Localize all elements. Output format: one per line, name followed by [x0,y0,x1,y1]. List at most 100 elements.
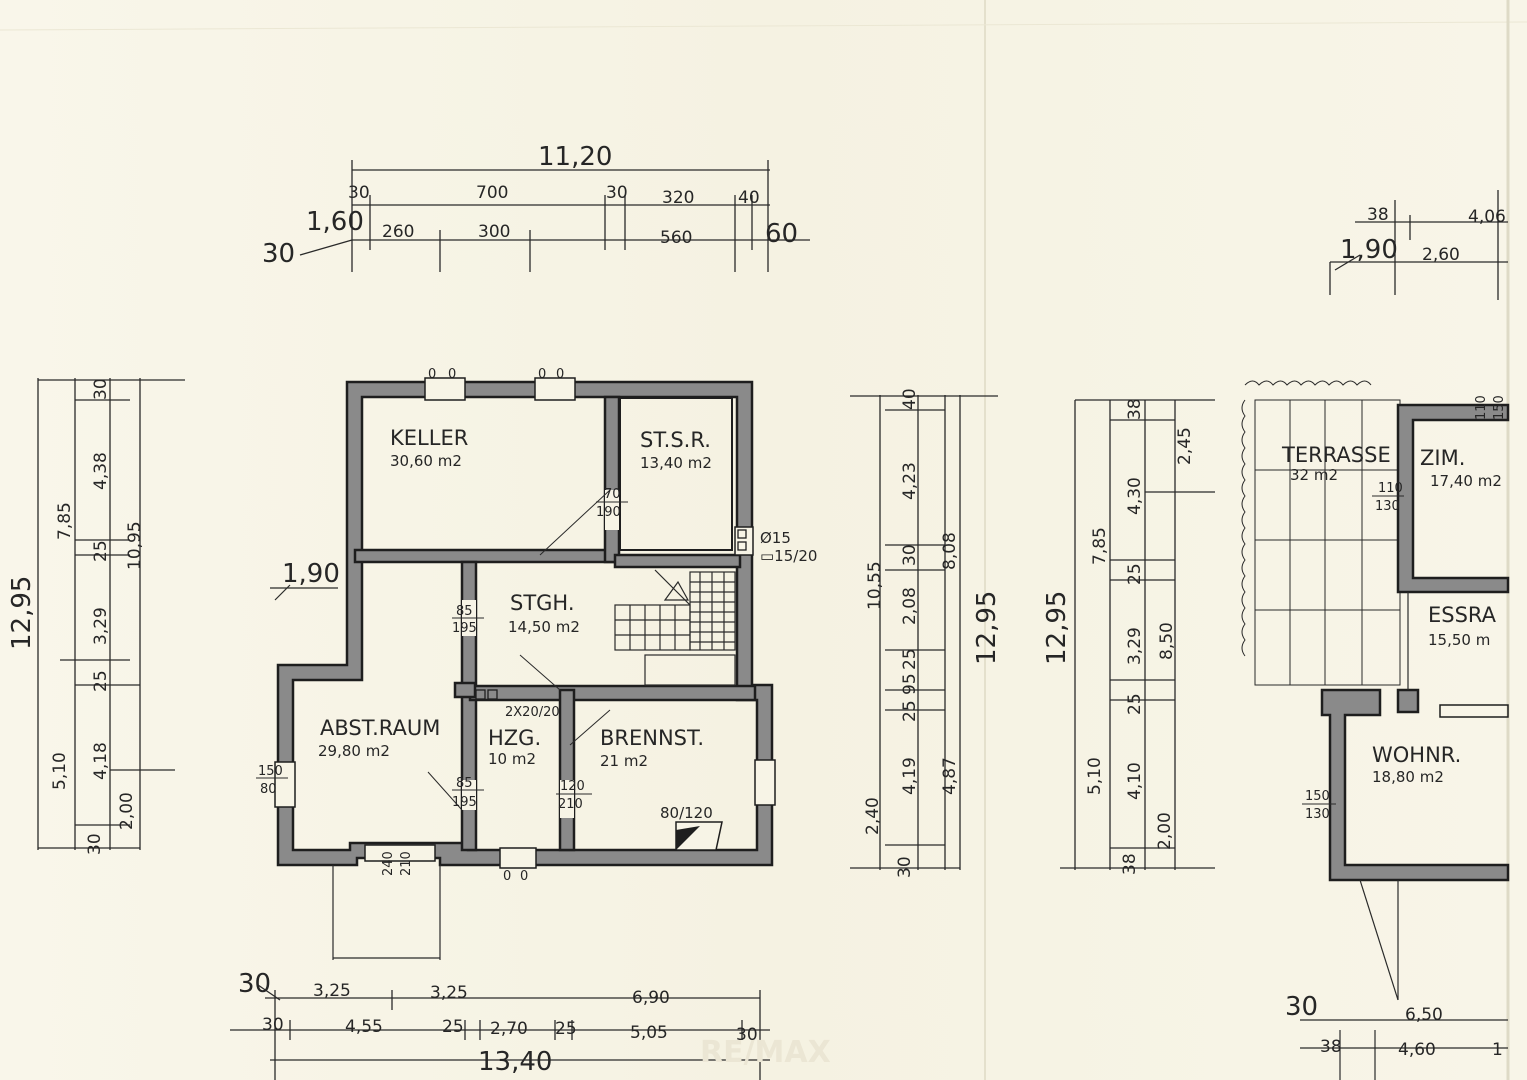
wall-stsr-left [603,395,621,564]
room-brennst-area: 21 m2 [600,752,648,770]
right-dim-785: 7,85 [1090,527,1110,565]
room-stsr-area: 13,40 m2 [640,454,712,472]
right-dim-510: 5,10 [1085,757,1105,795]
door-stgh-h: 195 [452,621,477,636]
door-brennst-h: 210 [558,797,583,812]
door-stgh-w: 85 [456,604,473,619]
top-dimension-chain [299,160,810,272]
top-dim-1: 30 [348,183,370,203]
mid-dim-208: 2,08 [900,587,920,625]
mid-dim-423: 4,23 [900,462,920,500]
right-outer-dim: 12,95 [1042,591,1072,665]
bottom-dim2-505: 5,05 [630,1023,668,1043]
rp-essra-name: ESSRA [1428,603,1497,627]
rp-bottom-460: 4,60 [1398,1040,1436,1060]
watermark: RE/MAX [700,1035,831,1070]
wall-keller-bottom [353,548,617,564]
top-dim-7: 300 [478,222,510,242]
left-dim-438: 4,38 [91,452,111,490]
rp-terrasse-area: 32 m2 [1290,466,1338,484]
room-keller-name: KELLER [390,426,468,450]
right-partial-plan: 38 4,06 1,90 2,60 TER [1241,190,1510,1080]
room-abst-area: 29,80 m2 [318,742,390,760]
door-abst-w: 85 [456,776,473,791]
mid-dim-95: 95 [900,673,920,695]
mid-dim-240: 2,40 [863,797,883,835]
middle-dimension-chain [850,395,998,870]
room-brennst-name: BRENNST. [600,726,704,750]
rp-door-110: 110 [1378,481,1403,496]
top-dim-left-b: 30 [262,239,295,269]
rp-bottom-30: 30 [1285,992,1318,1022]
room-stsr-name: ST.S.R. [640,428,711,452]
top-dim-5: 40 [738,188,760,208]
bottom-dim2-25a: 25 [442,1017,464,1037]
left-dim-30a: 30 [91,378,111,400]
rp-win-150b: 150 [1492,395,1507,420]
mid-dim-30b: 30 [895,856,915,878]
right-dim-410: 4,10 [1125,762,1145,800]
left-dim-1095: 10,95 [125,521,145,570]
left-dim-25a: 25 [91,540,111,562]
wall-node [453,681,477,699]
win-top-a-2: 0 [448,367,456,382]
chimney-round: Ø15 [760,529,791,547]
right-dim-38b: 38 [1120,853,1140,875]
mid-dim-25a: 25 [900,648,920,670]
wall-brennst-top [468,684,757,702]
mid-dim-1055: 10,55 [865,561,885,610]
left-dim-418: 4,18 [91,742,111,780]
hatch-size: 80/120 [660,804,713,822]
rp-bottom-38: 38 [1320,1037,1342,1057]
wall-brennst-left [558,688,576,852]
rp-zim-name: ZIM. [1420,446,1465,470]
rp-wall-lower [1320,688,1510,882]
door-bottom-h: 210 [399,851,414,876]
rp-wall-post [1396,688,1420,714]
right-dimension-chain [1060,399,1215,870]
label-190: 1,90 [282,559,340,589]
room-hzg-name: HZG. [488,726,541,750]
mid-dim-30a: 30 [900,544,920,566]
win-bottom-1: 0 [503,869,511,884]
rp-top-260: 2,60 [1422,245,1460,265]
door-bottom-w: 240 [381,851,396,876]
win-top-b-2: 0 [556,367,564,382]
room-keller-area: 30,60 m2 [390,452,462,470]
door-stsr-h: 190 [596,505,621,520]
left-dim-510: 5,10 [50,752,70,790]
top-dim-4: 320 [662,188,694,208]
bottom-dim2-30a: 30 [262,1015,284,1035]
rp-bottom-650: 6,50 [1405,1005,1443,1025]
left-dim-30b: 30 [85,833,105,855]
top-total-dim: 11,20 [538,142,612,172]
room-stgh-area: 14,50 m2 [508,618,580,636]
mid-dim-487: 4,87 [940,757,960,795]
bottom-dim2-270: 2,70 [490,1019,528,1039]
left-dim-329: 3,29 [91,607,111,645]
right-dim-430: 4,30 [1125,477,1145,515]
mid-dim-419: 4,19 [900,757,920,795]
rp-bottom-1: 1 [1492,1040,1503,1060]
top-dim-right: 60 [765,219,798,249]
rp-wall-upper [1396,403,1510,594]
door-stsr-w: 70 [604,487,621,502]
rp-top-38: 38 [1367,205,1389,225]
left-dim-25b: 25 [91,670,111,692]
left-dimension-chain [37,378,185,850]
room-stgh-name: STGH. [510,591,575,615]
left-dim-200: 2,00 [117,792,137,830]
bottom-dim2-25b: 25 [555,1019,577,1039]
left-outer-dim: 12,95 [7,576,37,650]
rp-terrasse-name: TERRASSE [1281,443,1391,467]
rp-win-110: 110 [1474,395,1489,420]
rp-essra-area: 15,50 m [1428,631,1490,649]
right-dim-25b: 25 [1125,693,1145,715]
rp-win-130: 130 [1305,807,1330,822]
rp-zim-area: 17,40 m2 [1430,472,1502,490]
top-dim-8: 560 [660,228,692,248]
win-left-h: 80 [260,782,277,797]
bottom-dim-325a: 3,25 [313,981,351,1001]
room-abst-name: ABST.RAUM [320,716,440,740]
bottom-dim-325b: 3,25 [430,983,468,1003]
